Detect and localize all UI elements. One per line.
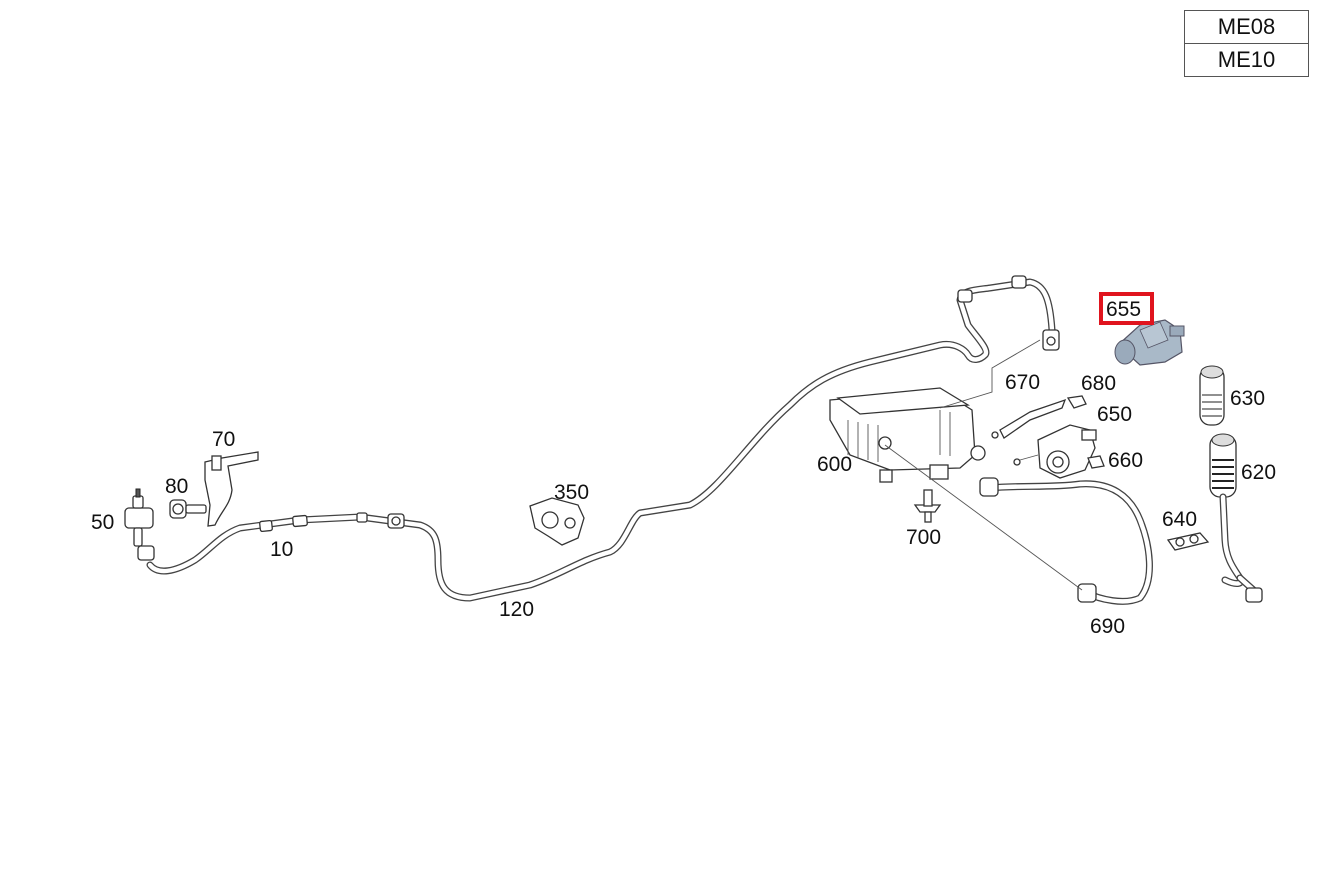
part-670-bracket [991, 398, 1067, 439]
callout-620: 620 [1241, 461, 1276, 484]
callout-650: 650 [1097, 403, 1132, 426]
callout-80: 80 [165, 475, 188, 498]
callout-630: 630 [1230, 387, 1265, 410]
part-630-filter [1199, 365, 1225, 426]
callout-70: 70 [212, 428, 235, 451]
hose-line-10-120 [146, 278, 1059, 602]
part-680-nut [1066, 395, 1087, 409]
variant-code-cell: ME10 [1184, 43, 1309, 77]
callout-660: 660 [1108, 449, 1143, 472]
part-650-valve [1013, 424, 1097, 479]
callout-600: 600 [817, 453, 852, 476]
part-350-holder [529, 497, 585, 546]
part-600-canister [829, 387, 986, 483]
callout-120: 120 [499, 598, 534, 621]
part-700-push-rivet [913, 489, 942, 523]
callout-10: 10 [270, 538, 293, 561]
highlight-box-655 [1099, 292, 1154, 325]
part-70-bracket [204, 451, 259, 527]
callout-680: 680 [1081, 372, 1116, 395]
callout-655: 655 [1106, 298, 1141, 321]
callout-640: 640 [1162, 508, 1197, 531]
part-655-valve [1114, 319, 1185, 366]
callout-670: 670 [1005, 371, 1040, 394]
part-640-clip [1166, 532, 1210, 551]
part-620-filter [1209, 433, 1263, 603]
variant-code-cell: ME08 [1184, 10, 1309, 44]
part-690-hose [979, 477, 1153, 605]
variant-row: ME10 [1184, 43, 1309, 77]
callout-350: 350 [554, 481, 589, 504]
part-50-sensor [124, 488, 155, 561]
part-660-nut [1087, 455, 1105, 469]
part-80-bolt [169, 499, 207, 519]
hose-clips [259, 275, 1060, 533]
variant-row: ME08 [1184, 10, 1309, 44]
leader-lines [884, 339, 1083, 591]
callout-50: 50 [91, 511, 114, 534]
variant-code-table: ME08 ME10 [1184, 10, 1309, 77]
callout-690: 690 [1090, 615, 1125, 638]
callout-700: 700 [906, 526, 941, 549]
